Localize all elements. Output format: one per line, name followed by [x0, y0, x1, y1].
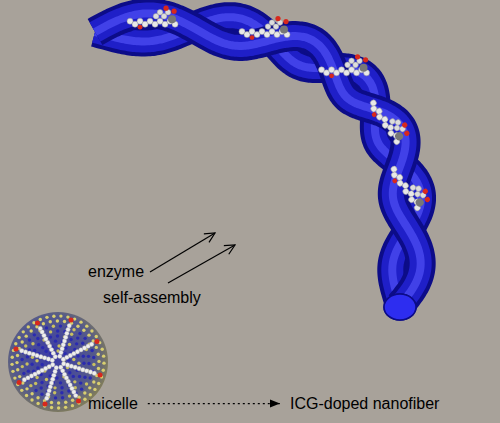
node-label: ICG-doped nanofiber [290, 394, 439, 413]
process-label: enzyme [88, 262, 144, 281]
process-arrow [150, 233, 215, 272]
nanofiber-illustration [95, 6, 434, 320]
node-label: micelle [88, 394, 138, 413]
dotted-arrow [148, 403, 280, 404]
process-arrow [168, 245, 235, 283]
process-label: self-assembly [103, 288, 201, 307]
text-node: ICG-doped nanofiber [286, 392, 443, 415]
text-node: micelle [84, 392, 142, 415]
